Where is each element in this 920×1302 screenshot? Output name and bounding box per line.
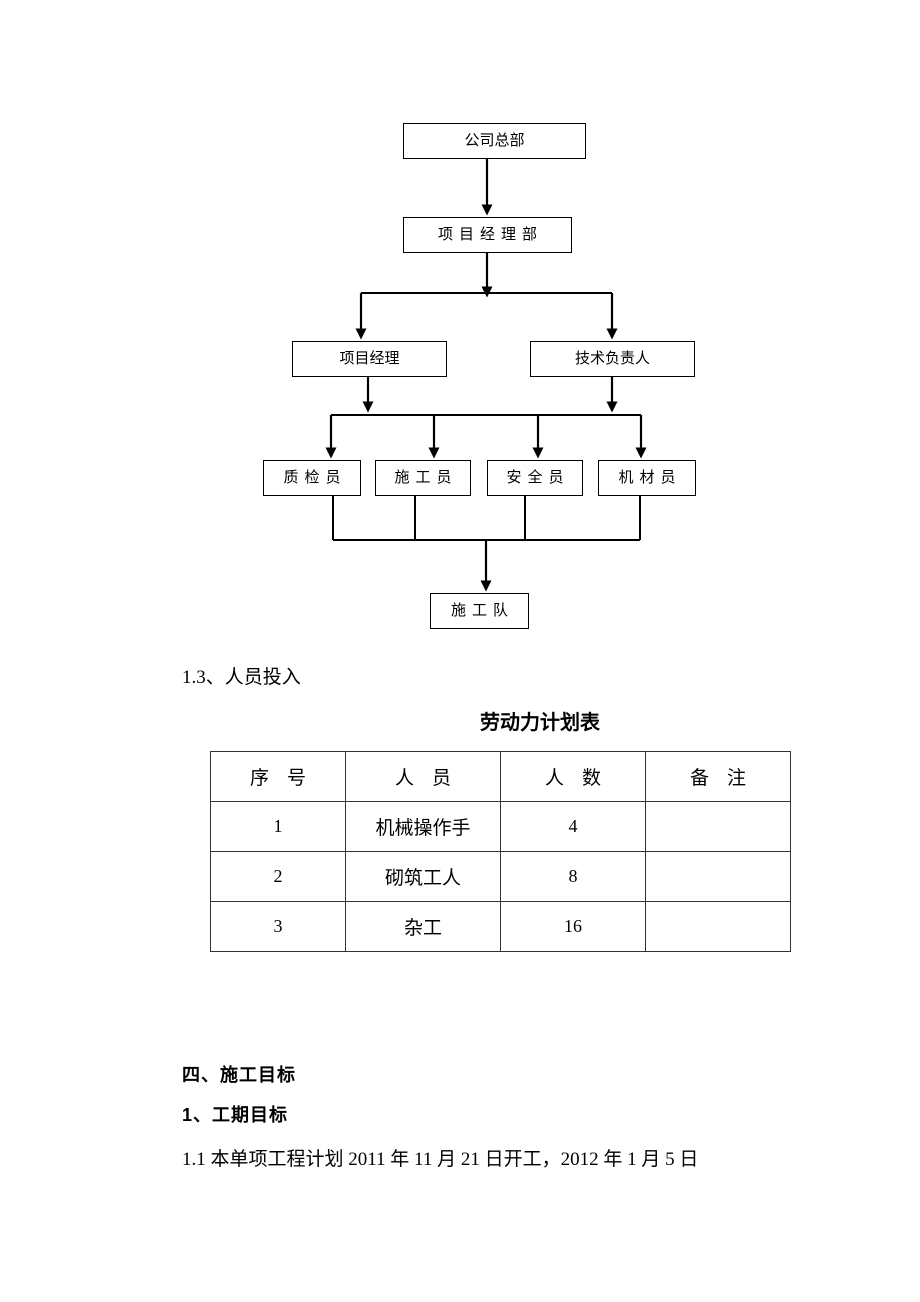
org-node-project-manager: 项目经理 [292,341,447,377]
org-chart-connectors [325,159,647,592]
cell-no: 1 [210,801,346,852]
labor-plan-table-title: 劳动力计划表 [480,712,600,734]
cell-personnel: 机械操作手 [345,801,501,852]
table-header-row: 序号 人员 人数 备注 [210,751,791,802]
table-header-personnel: 人员 [345,751,501,802]
org-node-quality-inspector: 质检员 [263,460,361,496]
table-header-count: 人数 [500,751,646,802]
section-heading-personnel: 1.3、人员投入 [182,667,301,688]
org-node-construction-team: 施工队 [430,593,529,629]
org-node-technical-director: 技术负责人 [530,341,695,377]
cell-personnel: 砌筑工人 [345,851,501,902]
cell-no: 3 [210,901,346,952]
table-header-no: 序号 [210,751,346,802]
organization-chart: 公司总部 项目经理部 项目经理 技术负责人 质检员 施工员 安全员 机材员 施工… [263,123,696,629]
cell-remark [645,901,791,952]
cell-count: 16 [500,901,646,952]
org-node-construction-officer: 施工员 [375,460,471,496]
cell-remark [645,801,791,852]
cell-personnel: 杂工 [345,901,501,952]
org-node-headquarters: 公司总部 [403,123,586,159]
section-heading-construction-goals: 四、施工目标 [182,1065,296,1085]
section-heading-duration-goals: 1、工期目标 [182,1105,289,1125]
table-row: 1 机械操作手 4 [210,801,791,852]
duration-goal-text: 1.1 本单项工程计划 2011 年 11 月 21 日开工，2012 年 1 … [182,1149,699,1170]
table-row: 3 杂工 16 [210,901,791,952]
table-row: 2 砌筑工人 8 [210,851,791,902]
table-header-remark: 备注 [645,751,791,802]
cell-no: 2 [210,851,346,902]
cell-count: 8 [500,851,646,902]
cell-count: 4 [500,801,646,852]
cell-remark [645,851,791,902]
org-node-project-manager-dept: 项目经理部 [403,217,572,253]
org-node-safety-officer: 安全员 [487,460,583,496]
org-node-equipment-officer: 机材员 [598,460,696,496]
labor-plan-table: 序号 人员 人数 备注 1 机械操作手 4 2 砌筑工人 8 3 杂工 16 [210,751,791,952]
